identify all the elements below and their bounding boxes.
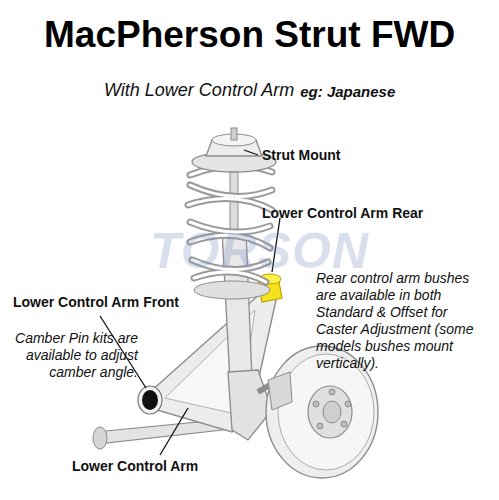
note: Camber Pin kits are available to adjust … <box>10 330 138 381</box>
part-name: Lower Control Arm Front <box>13 294 179 310</box>
disc-face <box>278 354 374 470</box>
subtitle: With Lower Control Arm <box>104 80 294 101</box>
hub-nut <box>323 401 341 423</box>
title: MacPherson Strut FWD <box>44 14 455 56</box>
part-name: Strut Mount <box>262 147 341 163</box>
part-name: Lower Control Arm <box>72 458 198 474</box>
brake-caliper <box>268 372 292 410</box>
front-bush-housing <box>138 386 162 414</box>
cv-joint <box>93 427 107 449</box>
part-name: Lower Control Arm Rear <box>262 205 423 221</box>
spring-seat <box>194 281 270 299</box>
mount-stud <box>231 128 237 140</box>
subtitle-example: eg: Japanese <box>300 83 395 100</box>
front-bush <box>142 390 158 410</box>
wheel-hub <box>308 386 352 438</box>
steering-knuckle <box>228 370 272 440</box>
note: Rear control arm bushes are available in… <box>316 270 488 372</box>
wheel-studs <box>313 389 351 429</box>
